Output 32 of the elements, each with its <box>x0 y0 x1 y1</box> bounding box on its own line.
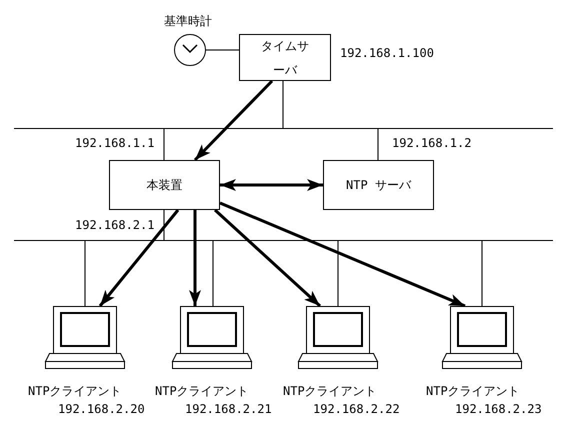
arrow <box>189 210 201 306</box>
ip-address: 192.168.1.100 <box>340 46 434 60</box>
device-label: NTPクライアント <box>155 384 249 398</box>
ip-address: 192.168.2.21 <box>185 402 272 416</box>
arrow <box>214 208 322 308</box>
device-box: NTP サーバ <box>323 160 434 210</box>
arrow <box>220 179 323 191</box>
device-box: 本装置 <box>109 160 220 210</box>
ip-address: 192.168.2.1 <box>75 218 154 232</box>
connector-line <box>282 80 284 128</box>
laptop-drawing <box>172 306 252 369</box>
arrow <box>194 80 274 162</box>
laptop-drawing <box>442 306 522 369</box>
arrow <box>98 209 180 307</box>
device-box: タイムサーバ <box>239 34 331 81</box>
laptop-drawing <box>298 306 378 369</box>
ip-address: 192.168.2.22 <box>313 402 400 416</box>
connector-line <box>212 240 214 306</box>
device-label: NTPクライアント <box>28 384 122 398</box>
network-line <box>14 240 553 241</box>
ip-address: 192.168.1.1 <box>75 136 154 150</box>
device-label: NTPクライアント <box>426 384 520 398</box>
ip-address: 192.168.2.23 <box>455 402 542 416</box>
ip-address: 192.168.2.20 <box>58 402 145 416</box>
ip-address: 192.168.1.2 <box>392 136 472 150</box>
device-label: NTPクライアント <box>283 384 377 398</box>
clock-icon <box>174 34 206 66</box>
laptop-drawing <box>45 306 125 369</box>
clock-label: 基準時計 <box>164 14 212 28</box>
arrow <box>219 202 466 308</box>
network-line <box>14 128 553 129</box>
connector-line <box>84 240 86 306</box>
